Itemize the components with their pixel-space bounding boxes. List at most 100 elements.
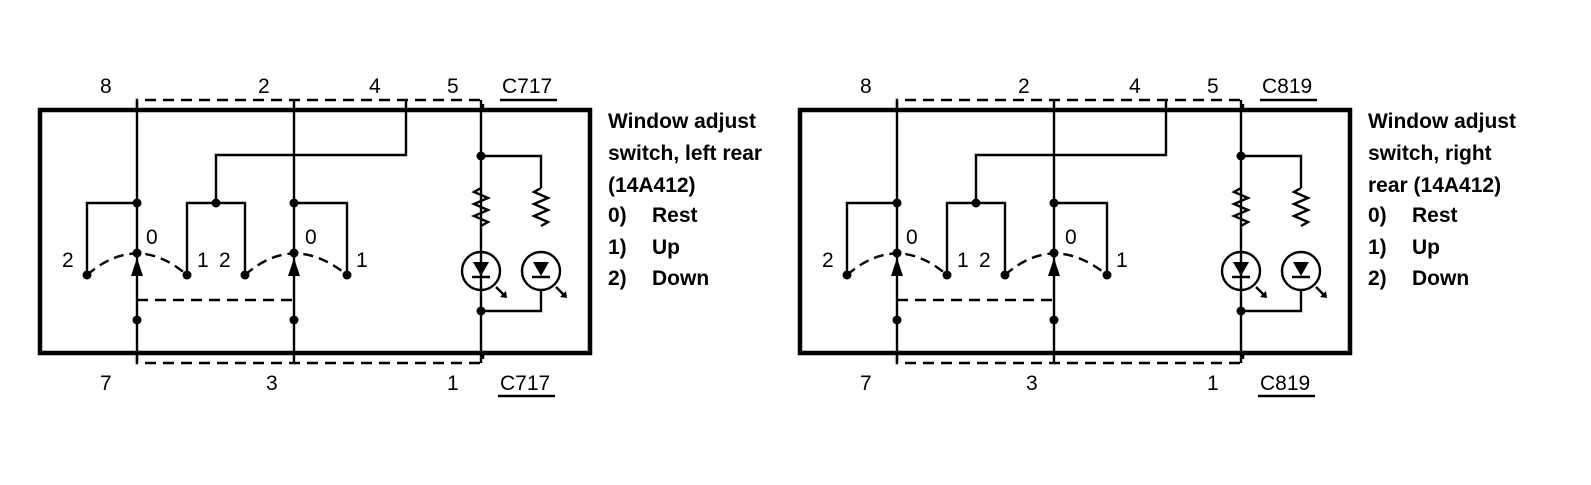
junction-dot [132,198,142,208]
switch-pivot-dot [132,248,142,258]
pin-label-top: 2 [258,75,270,98]
switch-position-label: 2 [979,249,991,272]
component-description-line: switch, left rear [608,142,762,165]
legend-number: 1) [608,236,627,259]
pin-label-top: 4 [1129,75,1141,98]
switch-position-label: 1 [1116,249,1128,272]
switch-housing-outline [797,107,1353,356]
junction-dot [892,315,902,325]
switch-pivot-dot [1049,248,1059,258]
junction-dot [211,198,221,208]
contact-dot [82,270,92,280]
switch2-contact-1 [294,201,349,275]
switch2-contact-1 [1054,201,1109,275]
switch-position-label: 2 [822,249,834,272]
switch-position-label: 1 [197,249,209,272]
junction-dot [1236,306,1246,316]
contact-dot [942,270,952,280]
component-description-line: rear (14A412) [1368,174,1501,197]
contact-dot [1000,270,1010,280]
junction-dot [892,198,902,208]
switch1-contact-2 [845,201,897,275]
legend-number: 0) [608,204,627,227]
legend-label: Rest [1412,204,1458,227]
switch-diagram-left-rear: 8 2 4 5 C717 7 3 1 C717 [37,75,762,398]
led-icon [1280,250,1327,298]
component-description-line: (14A412) [608,174,696,197]
contact-dot [240,270,250,280]
contact-dot [342,270,352,280]
connector-label-bottom: C819 [1260,372,1310,395]
legend-number: 1) [1368,236,1387,259]
illumination-return-wire [1241,290,1303,313]
led-icon [520,250,567,298]
contact-dot [842,270,852,280]
connector-label-bottom: C717 [500,372,550,395]
switch1-contact-2 [85,201,137,275]
junction-dot [289,198,299,208]
legend-label: Rest [652,204,698,227]
pin-label-bottom: 1 [447,372,459,395]
switch-contact-bridge [945,201,1007,275]
wire-pin4 [214,100,408,203]
junction-dot [132,315,142,325]
pin-label-top: 2 [1018,75,1030,98]
resistor-icon [530,186,552,228]
junction-dot [476,306,486,316]
pin-label-bottom: 3 [1026,372,1038,395]
switch-diagram-right-rear: 8 2 4 5 C819 7 3 1 C819 2 [797,75,1516,398]
pin-label-bottom: 7 [100,372,112,395]
switch2-arrow-icon [1048,258,1060,276]
pin-label-top: 5 [1207,75,1219,98]
resistor-icon [1230,186,1252,228]
legend-number: 0) [1368,204,1387,227]
illumination-feed-wire [481,154,543,188]
switch-pivot-dot [892,248,902,258]
pin-label-top: 5 [447,75,459,98]
legend-label: Up [652,236,680,259]
illumination-return-wire [481,290,543,313]
switch2-arrow-icon [288,258,300,276]
switch-position-label: 2 [62,249,74,272]
switch-position-label: 0 [305,226,317,249]
legend-number: 2) [608,267,627,290]
component-description-line: switch, right [1368,142,1492,165]
pin-label-top: 8 [860,75,872,98]
switch-pivot-dot [289,248,299,258]
contact-dot [1102,270,1112,280]
pin-label-bottom: 1 [1207,372,1219,395]
switch1-arrow-icon [131,258,143,276]
component-description-line: Window adjust [1368,110,1516,133]
pin-label-bottom: 3 [266,372,278,395]
switch-housing-outline [37,107,593,356]
contact-dot [182,270,192,280]
illumination-feed-wire [1241,154,1303,188]
junction-dot [1049,315,1059,325]
legend-number: 2) [1368,267,1387,290]
legend-label: Down [1412,267,1469,290]
connector-label-top: C819 [1262,75,1312,98]
switch-position-label: 0 [146,226,158,249]
switch-position-label: 0 [1065,226,1077,249]
resistor-icon [470,186,492,228]
junction-dot [289,315,299,325]
led-icon [1220,250,1267,298]
switch-position-label: 0 [906,226,918,249]
component-description-line: Window adjust [608,110,756,133]
pin-label-top: 8 [100,75,112,98]
legend-label: Up [1412,236,1440,259]
connector-label-top: C717 [502,75,552,98]
switch-position-label: 1 [356,249,368,272]
resistor-icon [1290,186,1312,228]
wire-pin4 [974,100,1168,203]
legend-label: Down [652,267,709,290]
switch-position-label: 1 [957,249,969,272]
pin-label-bottom: 7 [860,372,872,395]
junction-dot [971,198,981,208]
junction-dot [1049,198,1059,208]
switch-contact-bridge [185,201,247,275]
led-icon [460,250,507,298]
pin-label-top: 4 [369,75,381,98]
